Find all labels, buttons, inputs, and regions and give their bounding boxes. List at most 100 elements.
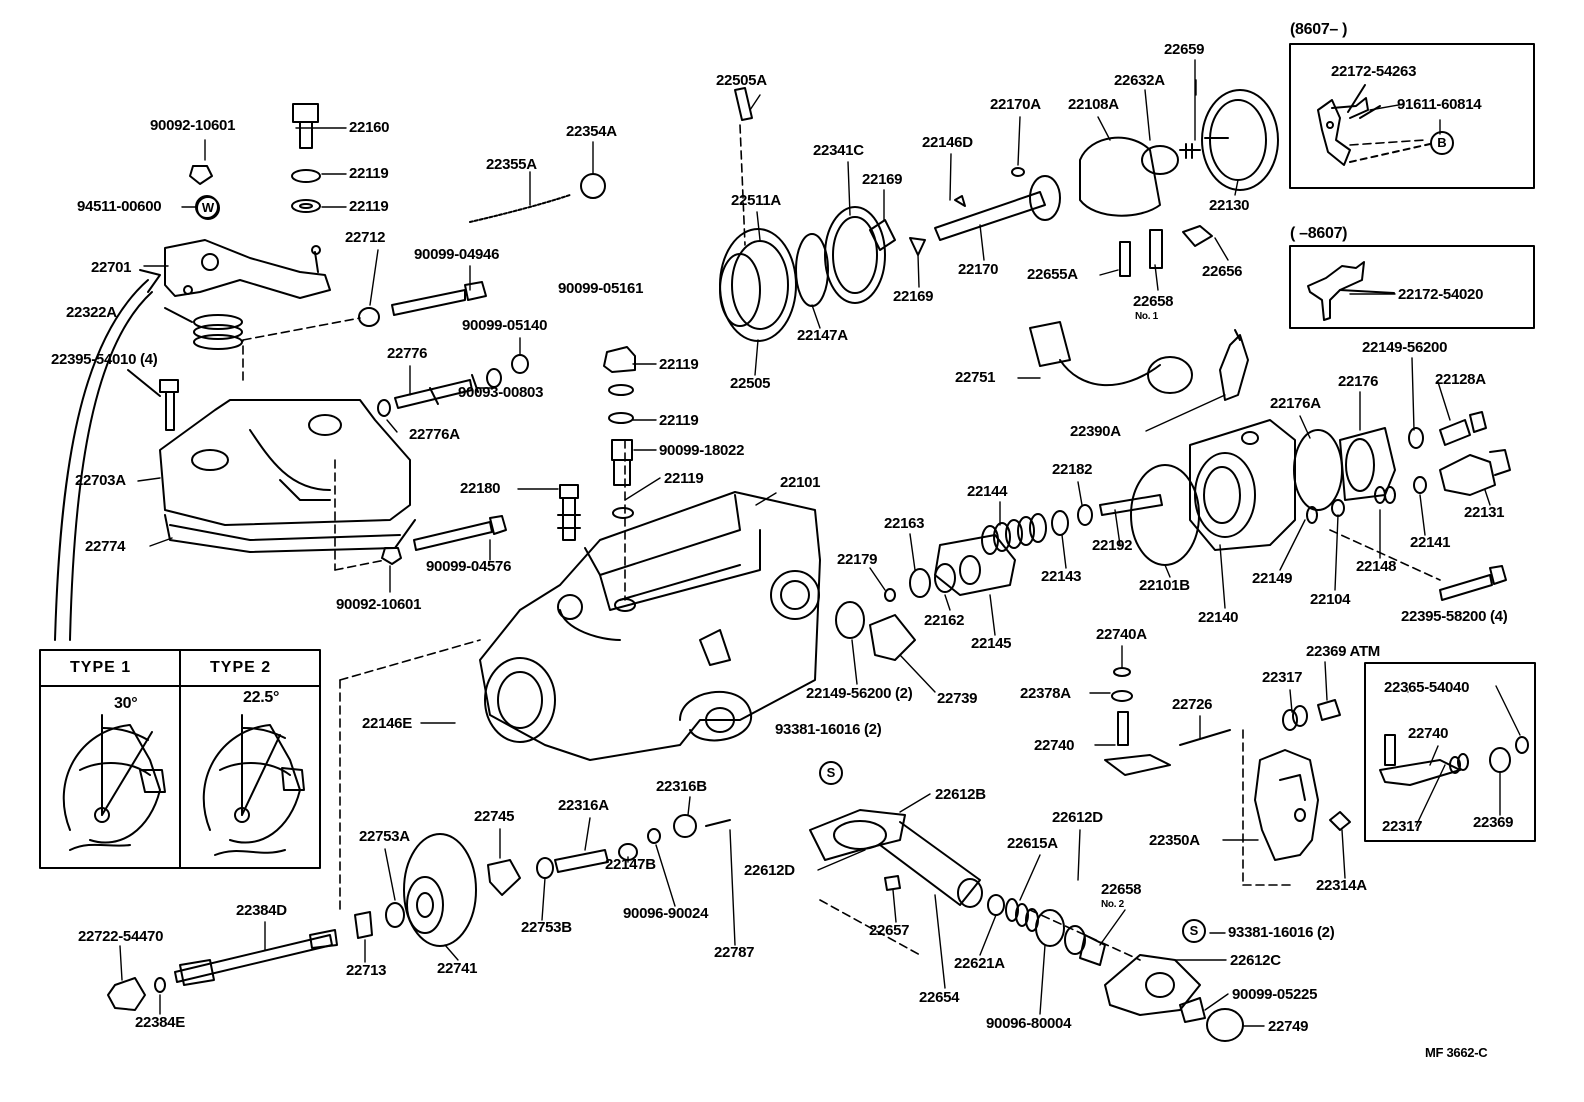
part-label-22654: 22654 [919, 989, 960, 1006]
part-label-22341c: 22341C [813, 142, 864, 159]
bolt-90099-04576 [381, 515, 507, 565]
part-label-22172-54020: 22172-54020 [1398, 286, 1484, 303]
part-label-22119b: 22119 [349, 198, 389, 215]
bolt-22395-54010 [127, 369, 179, 431]
type2-header: TYPE 2 [210, 659, 272, 676]
head-22140 [1130, 419, 1296, 566]
part-label-22703a: 22703A [75, 472, 126, 489]
part-label-22612d: 22612D [1052, 809, 1103, 826]
part-label-22632a: 22632A [1114, 72, 1165, 89]
part-label-22148: 22148 [1356, 558, 1397, 575]
part-label-22119c: 22119 [659, 356, 699, 373]
part-label-22182: 22182 [1052, 461, 1093, 478]
part-label-22612db: 22612D [744, 862, 795, 879]
part-label-90099-18022: 90099-18022 [659, 442, 745, 459]
part-label-22180: 22180 [460, 480, 501, 497]
inset-date-before-8607: ( –8607) [1290, 225, 1348, 242]
part-label-22395-54010: 22395-54010 (4) [51, 351, 158, 368]
part-label-22169a: 22169 [862, 171, 903, 188]
spring-22355A [469, 173, 606, 223]
type1-figure [62, 714, 166, 851]
part-label-22511a: 22511A [731, 192, 781, 209]
seal-symbol-icon-1: S [819, 761, 843, 785]
part-label-90096-90024: 90096-90024 [623, 905, 709, 922]
type1-angle: 30° [114, 695, 138, 712]
part-label-22615a: 22615A [1007, 835, 1058, 852]
part-label-22776a: 22776A [409, 426, 460, 443]
part-label-22741: 22741 [437, 960, 478, 977]
part-label-22740a: 22740A [1096, 626, 1147, 643]
part-label-22726: 22726 [1172, 696, 1213, 713]
part-label-22176a: 22176A [1270, 395, 1321, 412]
spring-22144 [981, 504, 1093, 555]
part-label-22658-1: 22658 [1133, 293, 1174, 310]
part-label-22162: 22162 [924, 612, 965, 629]
part-label-22176: 22176 [1338, 373, 1379, 390]
part-label-22350a: 22350A [1149, 832, 1200, 849]
bolt-22395-58200 [1439, 565, 1507, 601]
solenoid-22751 [1029, 321, 1249, 401]
rotor-22130 [1201, 89, 1279, 191]
part-label-22655a: 22655A [1027, 266, 1078, 283]
drive-gear-22505 [719, 87, 829, 342]
part-label-94511-00600: 94511-00600 [77, 198, 162, 215]
part-label-22131: 22131 [1464, 504, 1505, 521]
part-label-91611-60814: 91611-60814 [1397, 96, 1482, 113]
type2-figure [202, 714, 305, 856]
part-label-22119a: 22119 [349, 165, 389, 182]
part-label-22101: 22101 [780, 474, 821, 491]
part-label-22146e: 22146E [362, 715, 412, 732]
inset-date-after-8607: (8607– ) [1290, 21, 1348, 38]
part-label-22170a: 22170A [990, 96, 1041, 113]
part-label-22317b: 22317 [1382, 818, 1423, 835]
part-label-22147b: 22147B [605, 856, 656, 873]
spring-22322A [164, 307, 243, 350]
fitting-22740 [1104, 667, 1341, 776]
part-label-22104: 22104 [1310, 591, 1351, 608]
part-label-22192: 22192 [1092, 537, 1133, 554]
part-label-22753b: 22753B [521, 919, 572, 936]
part-label-22774: 22774 [85, 538, 126, 555]
pin-22655A [1119, 225, 1213, 277]
part-label-22101b: 22101B [1139, 577, 1190, 594]
part-label-no1: No. 1 [1135, 311, 1158, 322]
governor-lever-22701 [164, 239, 331, 299]
leader-lines [119, 59, 1521, 1027]
pump-22108A [1079, 136, 1201, 217]
part-label-22119d: 22119 [659, 412, 699, 429]
part-label-22749: 22749 [1268, 1018, 1309, 1035]
atm-assembly [1379, 734, 1529, 786]
part-label-22143: 22143 [1041, 568, 1082, 585]
shaft-22316A [487, 814, 731, 896]
part-label-22740a: 22740 [1034, 737, 1075, 754]
part-label-22170: 22170 [958, 261, 999, 278]
part-label-22354a: 22354A [566, 123, 617, 140]
assembly-arrow [54, 279, 149, 641]
part-label-22163: 22163 [884, 515, 925, 532]
part-label-22172-54263: 22172-54263 [1331, 63, 1417, 80]
part-label-22369atm: 22369 ATM [1306, 643, 1380, 660]
part-label-90099-04576: 90099-04576 [426, 558, 512, 575]
spring-22615A [1005, 898, 1106, 966]
part-label-22322a: 22322A [66, 304, 117, 321]
seal-22176 [1293, 411, 1487, 511]
part-label-22776: 22776 [387, 345, 428, 362]
part-label-90096-80004: 90096-80004 [986, 1015, 1072, 1032]
part-label-90099-05225: 90099-05225 [1232, 986, 1318, 1003]
part-label-22739: 22739 [937, 690, 978, 707]
part-label-22712: 22712 [345, 229, 386, 246]
shaft-22170 [934, 167, 1061, 241]
part-label-22657: 22657 [869, 922, 910, 939]
part-label-22365-54040: 22365-54040 [1384, 679, 1470, 696]
bracket-22172-54020 [1307, 261, 1395, 321]
pump-housing-22101 [479, 491, 821, 761]
part-label-22146d: 22146D [922, 134, 973, 151]
part-label-90099-05161: 90099-05161 [558, 280, 644, 297]
part-label-22713: 22713 [346, 962, 387, 979]
part-label-22317a: 22317 [1262, 669, 1303, 686]
part-label-22621a: 22621A [954, 955, 1005, 972]
part-label-22149-56200a: 22149-56200 [1362, 339, 1448, 356]
part-label-22108a: 22108A [1068, 96, 1119, 113]
part-label-22160: 22160 [349, 119, 390, 136]
